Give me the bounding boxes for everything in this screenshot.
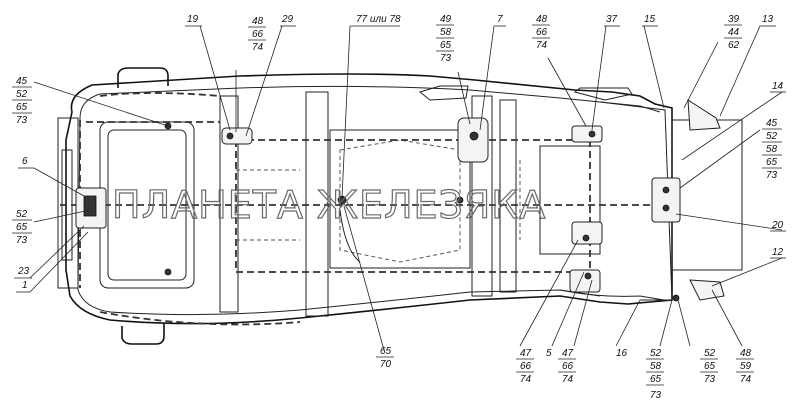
callout-stack-45-52-58-65-73: 45 52 58 65 73 [762, 118, 782, 181]
callout-stack-48-66-74-top: 48 66 74 [248, 16, 266, 53]
svg-text:58: 58 [650, 361, 662, 372]
svg-text:62: 62 [728, 40, 740, 51]
svg-text:58: 58 [766, 144, 778, 155]
callout-15: 15 [644, 14, 656, 25]
callout-7: 7 [497, 14, 503, 25]
svg-text:74: 74 [536, 40, 548, 51]
callout-stack-52-65-73: 52 65 73 [12, 209, 32, 246]
svg-text:52: 52 [704, 348, 716, 359]
svg-text:44: 44 [728, 27, 740, 38]
svg-text:52: 52 [650, 348, 662, 359]
svg-text:65: 65 [16, 222, 28, 233]
svg-text:48: 48 [740, 348, 752, 359]
svg-text:47: 47 [520, 348, 532, 359]
callout-stack-48-59-74: 48 59 74 [736, 348, 754, 385]
svg-text:74: 74 [562, 374, 574, 385]
cab-body-outline [57, 67, 743, 345]
callout-stack-47-66-74-b: 47 66 74 [558, 348, 576, 385]
callout-stack-52-65-73-b: 52 65 73 [700, 348, 718, 385]
svg-text:74: 74 [740, 374, 752, 385]
svg-text:65: 65 [440, 40, 452, 51]
svg-text:48: 48 [252, 16, 264, 27]
callout-19: 19 [187, 14, 199, 25]
svg-text:73: 73 [766, 170, 778, 181]
svg-text:65: 65 [650, 374, 662, 385]
callout-37: 37 [606, 14, 618, 25]
svg-text:52: 52 [766, 131, 778, 142]
callout-77-78: 77 или 78 [356, 14, 401, 25]
callout-stack-65-70: 65 70 [376, 346, 394, 370]
callout-stack-45-52-65-73: 45 52 65 73 [12, 76, 32, 126]
callout-stack-39-44-62: 39 44 62 [724, 14, 742, 51]
callout-13: 13 [762, 14, 774, 25]
svg-text:58: 58 [440, 27, 452, 38]
svg-text:66: 66 [562, 361, 574, 372]
svg-text:52: 52 [16, 209, 28, 220]
svg-text:73: 73 [704, 374, 716, 385]
svg-text:74: 74 [252, 42, 264, 53]
callout-stack-52-58-65-73: 52 58 65 73 [646, 348, 664, 401]
svg-text:73: 73 [440, 53, 452, 64]
svg-text:65: 65 [766, 157, 778, 168]
svg-text:45: 45 [766, 118, 778, 129]
callouts: 19 29 77 или 78 7 37 15 13 14 6 23 1 20 … [14, 14, 786, 359]
callout-6: 6 [22, 156, 28, 167]
callout-12: 12 [772, 247, 784, 258]
svg-text:70: 70 [380, 359, 392, 370]
svg-text:66: 66 [252, 29, 264, 40]
svg-text:74: 74 [520, 374, 532, 385]
svg-text:73: 73 [650, 390, 662, 401]
svg-text:65: 65 [380, 346, 392, 357]
callout-20: 20 [771, 220, 784, 231]
svg-text:48: 48 [536, 14, 548, 25]
svg-text:66: 66 [520, 361, 532, 372]
watermark: ПЛАНЕТА ЖЕЛЕЗЯКА [112, 183, 546, 227]
svg-text:47: 47 [562, 348, 574, 359]
callout-stack-48-66-74-mid: 48 66 74 [532, 14, 550, 51]
callout-5: 5 [546, 348, 552, 359]
callout-stack-47-66-74-a: 47 66 74 [516, 348, 534, 385]
svg-text:59: 59 [740, 361, 752, 372]
svg-text:49: 49 [440, 14, 452, 25]
svg-text:52: 52 [16, 89, 28, 100]
callout-23: 23 [17, 266, 30, 277]
stacked-callouts: 48 66 74 49 58 65 73 48 66 74 39 [12, 14, 782, 401]
svg-text:66: 66 [536, 27, 548, 38]
wiring-harness [60, 92, 670, 326]
svg-text:65: 65 [704, 361, 716, 372]
callout-stack-49-58-65-73: 49 58 65 73 [436, 14, 454, 64]
callout-29: 29 [281, 14, 294, 25]
svg-text:73: 73 [16, 235, 28, 246]
callout-14: 14 [772, 81, 784, 92]
callout-16: 16 [616, 348, 628, 359]
svg-text:45: 45 [16, 76, 28, 87]
svg-text:39: 39 [728, 14, 740, 25]
svg-text:65: 65 [16, 102, 28, 113]
leader-lines [29, 25, 783, 351]
svg-text:73: 73 [16, 115, 28, 126]
callout-1: 1 [22, 280, 28, 291]
